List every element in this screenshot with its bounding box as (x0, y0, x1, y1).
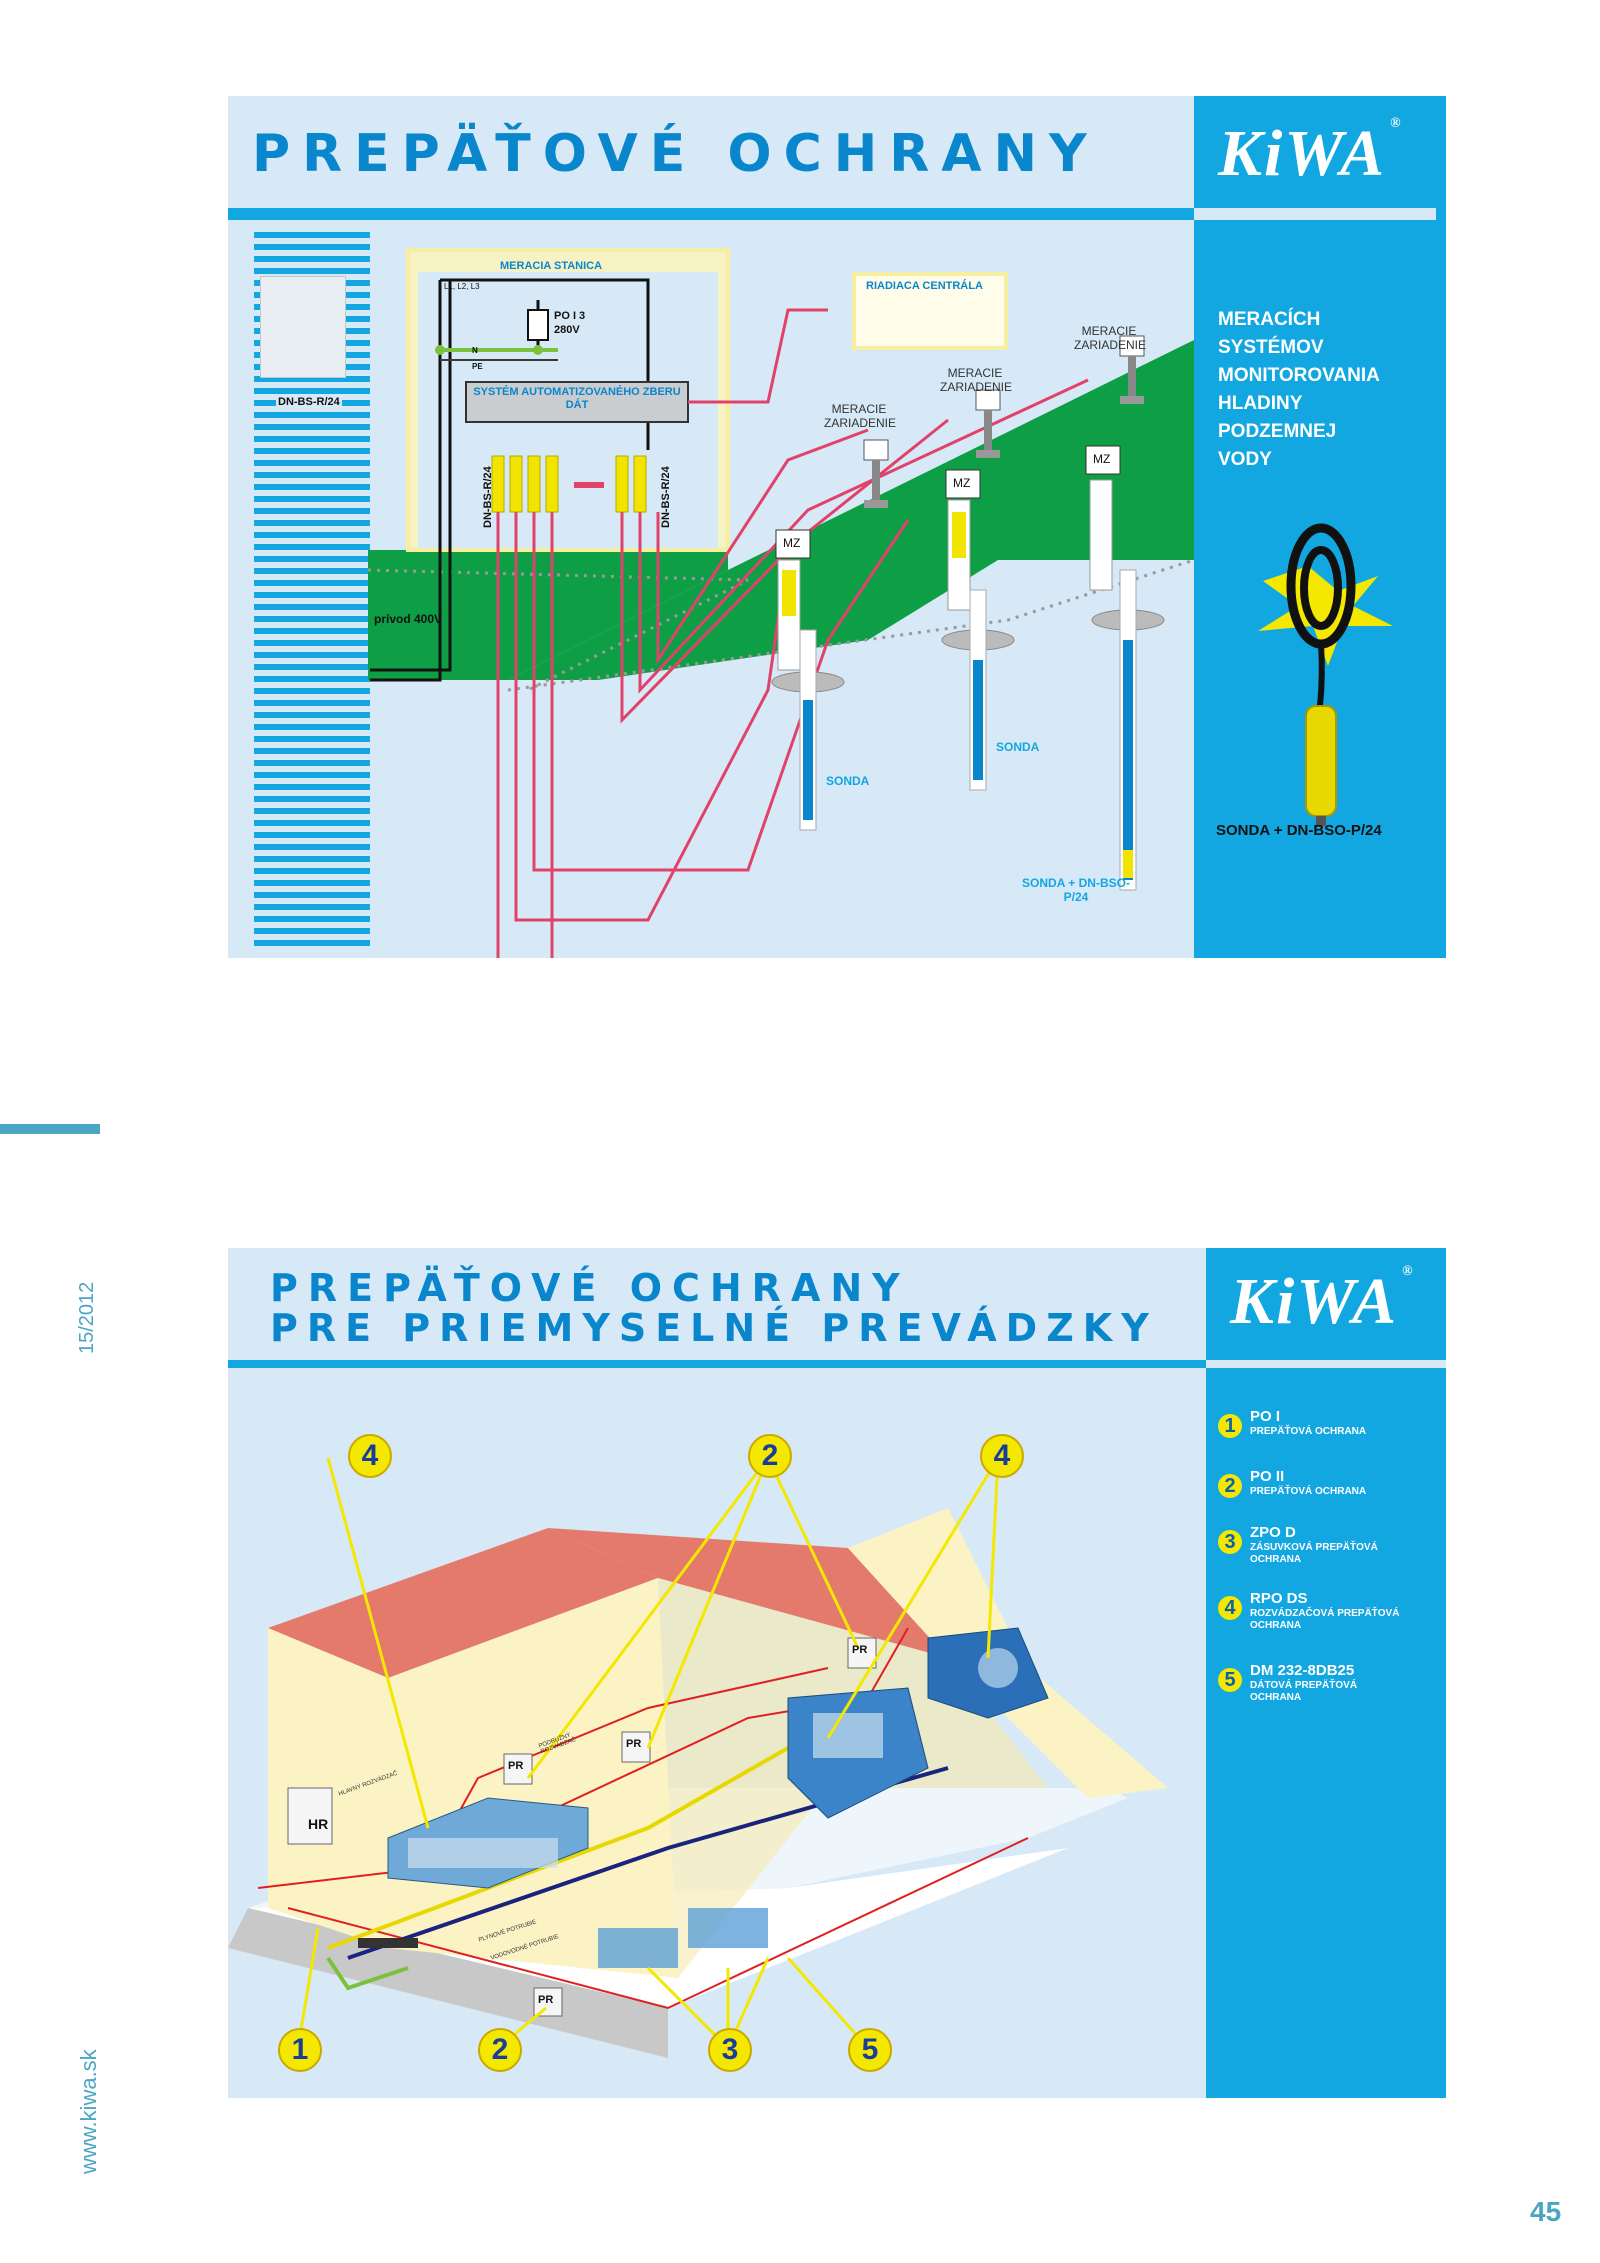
probe-label-2: SONDA (996, 740, 1040, 754)
callout-4-right: 4 (980, 1434, 1024, 1478)
panel1-sidebar-stripe (1194, 208, 1436, 220)
control-center-label: RIADIACA CENTRÁLA (866, 280, 983, 292)
legend-desc-2: PREPÄŤOVÁ OCHRANA (1250, 1486, 1367, 1497)
panel1-title-underline (228, 208, 1436, 220)
right-arrester-label: DN-BS-R/24 (660, 466, 672, 528)
panel2-logo: KiWA® (1230, 1264, 1415, 1338)
factory-illustration (228, 1457, 1168, 2058)
legend-number-1: 1 (1218, 1414, 1242, 1438)
panel1-logo: KiWA® (1218, 116, 1403, 190)
pr-label-4: PR (538, 1994, 554, 2006)
legend-number-5: 5 (1218, 1668, 1242, 1692)
mz-label-1: MZ (783, 536, 801, 550)
legend-title-3: ZPO D (1250, 1524, 1296, 1541)
legend-desc-3: ZÁSUVKOVÁ PREPÄŤOVÁ OCHRANA (1250, 1542, 1378, 1565)
legend-title-1: PO I (1250, 1408, 1281, 1425)
legend-desc-1: PREPÄŤOVÁ OCHRANA (1250, 1426, 1367, 1437)
panel1-title: PREPÄŤOVÉ OCHRANY (252, 124, 1099, 184)
panel2-sidebar (1206, 1248, 1446, 2098)
callout-1: 1 (278, 2028, 322, 2072)
callout-2-top: 2 (748, 1434, 792, 1478)
panel2-title-line1: PREPÄŤOVÉ OCHRANY (270, 1266, 910, 1310)
monitoring-diagram (367, 248, 1194, 958)
callout-5: 5 (848, 2028, 892, 2072)
callout-3: 3 (708, 2028, 752, 2072)
page-accent-bar (0, 1124, 100, 1134)
po-label: PO I 3 (554, 310, 586, 322)
measuring-device-label-2: MERACIE ZARIADENIE (940, 366, 1013, 394)
phases-label: L1, L2, L3 (444, 282, 480, 291)
panel1-side-caption: SONDA + DN-BSO-P/24 (1216, 822, 1382, 839)
mz-label-3: MZ (1093, 452, 1111, 466)
page-number: 45 (1530, 2196, 1562, 2227)
callout-2-bottom: 2 (478, 2028, 522, 2072)
panel2-title-line2: PRE PRIEMYSELNÉ PREVÁDZKY (270, 1306, 1158, 1350)
legend-desc-5: DÁTOVÁ PREPÄŤOVÁ OCHRANA (1250, 1680, 1358, 1703)
legend-desc-4: ROZVÁDZAČOVÁ PREPÄŤOVÁ OCHRANA (1250, 1608, 1400, 1631)
probe-illustration (1258, 523, 1393, 826)
probe-label-3: SONDA + DN-BSO-P/24 (1022, 876, 1130, 904)
panel1-title-bar (228, 96, 1193, 208)
panel-industrial-facilities: PREPÄŤOVÉ OCHRANY PRE PRIEMYSELNÉ PREVÁD… (228, 1248, 1446, 2098)
panel2-sidebar-stripe (1206, 1360, 1446, 1368)
device-label-dn-bs-r24: DN-BS-R/24 (276, 396, 342, 408)
panel1-side-text: MERACÍCH SYSTÉMOV MONITOROVANIA HLADINY … (1218, 309, 1380, 470)
pr-label-2: PR (626, 1738, 642, 1750)
website-label: www.kiwa.sk (76, 2049, 101, 2174)
panel-groundwater-monitoring: PREPÄŤOVÉ OCHRANY KiWA® MERACÍCH SYSTÉMO… (228, 96, 1446, 958)
n-label: N (472, 346, 478, 355)
pe-label: PE (472, 362, 483, 371)
legend-number-2: 2 (1218, 1474, 1242, 1498)
callout-4-left: 4 (348, 1434, 392, 1478)
system-box-label: SYSTÉM AUTOMATIZOVANÉHO ZBERU DÁT (473, 386, 681, 411)
panel2-title-underline (228, 1360, 1206, 1368)
po-voltage: 280V (554, 324, 580, 336)
legend-title-4: RPO DS (1250, 1590, 1308, 1607)
dn-bs-r24-device-illustration (260, 276, 346, 378)
hr-label: HR (308, 1816, 329, 1832)
measuring-device-label-3: MERACIE ZARIADENIE (1074, 324, 1147, 352)
mz-label-2: MZ (953, 476, 971, 490)
legend-title-5: DM 232-8DB25 (1250, 1662, 1355, 1679)
station-title: MERACIA STANICA (500, 260, 603, 272)
legend-title-2: PO II (1250, 1468, 1285, 1485)
pr-label-1: PR (508, 1760, 524, 1772)
supply-label: prívod 400V (374, 612, 443, 626)
pr-label-3: PR (852, 1644, 868, 1656)
issue-label: 15/2012 (76, 1281, 98, 1354)
legend-number-4: 4 (1218, 1596, 1242, 1620)
legend-number-3: 3 (1218, 1530, 1242, 1554)
left-arrester-label: DN-BS-R/24 (482, 466, 494, 528)
probe-label-1: SONDA (826, 774, 870, 788)
measuring-device-label-1: MERACIE ZARIADENIE (824, 402, 897, 430)
